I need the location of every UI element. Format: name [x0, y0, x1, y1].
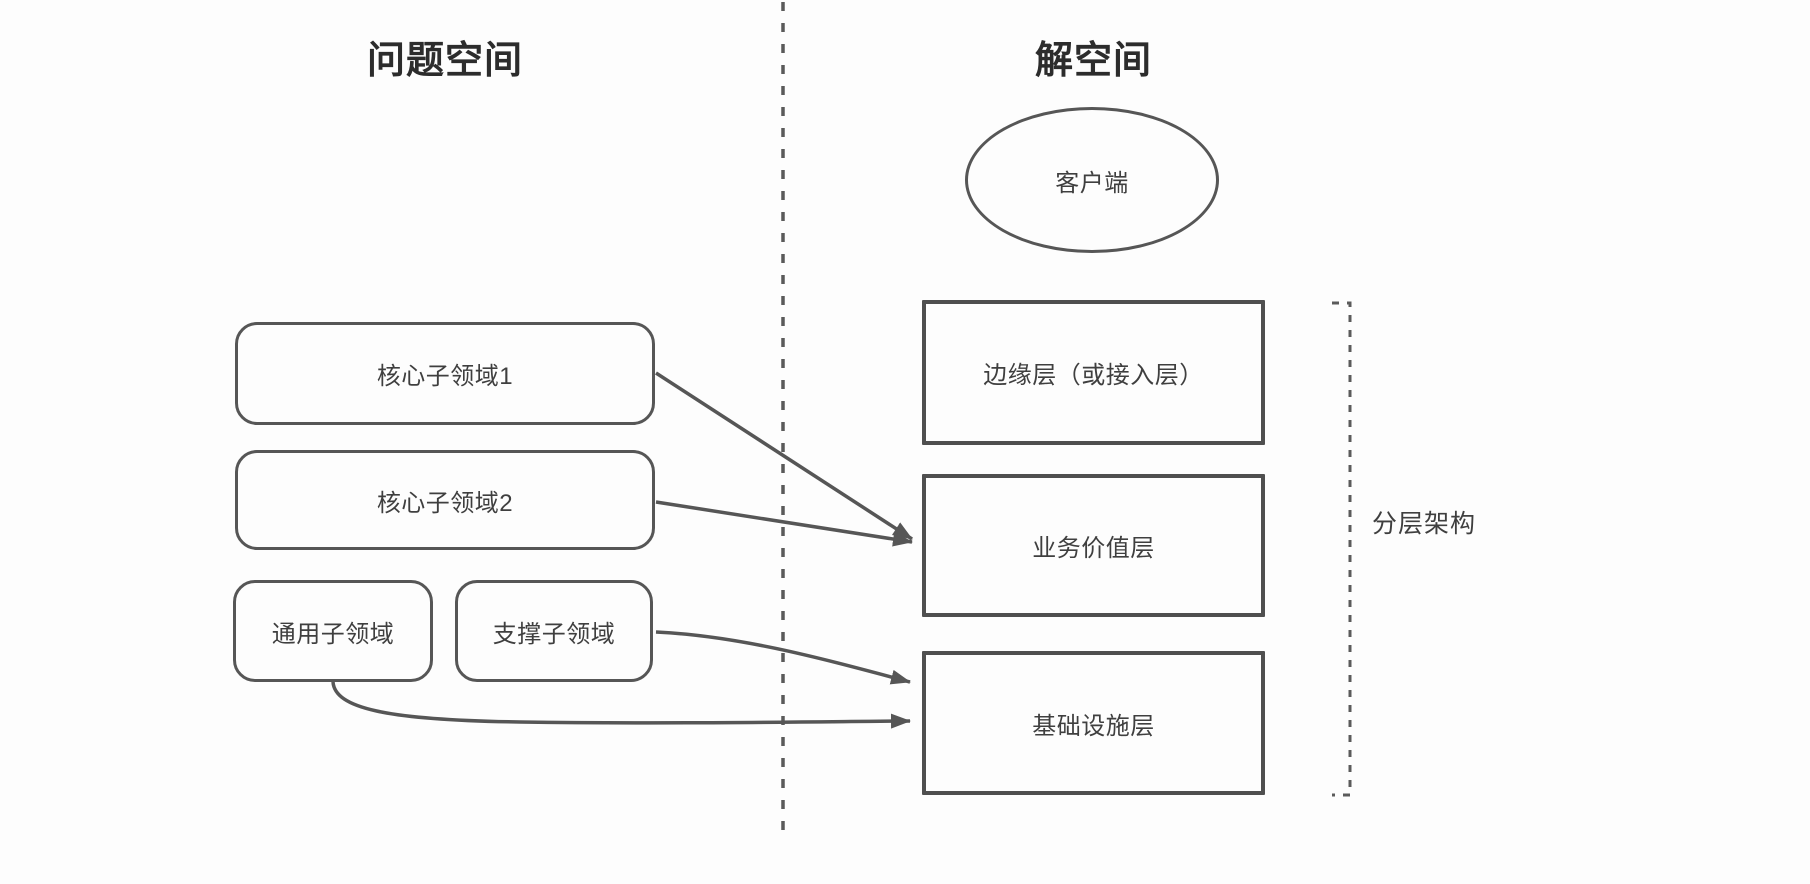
node-core-subdomain-2: 核心子领域2 — [235, 450, 655, 550]
node-label: 客户端 — [1055, 169, 1129, 197]
node-client: 客户端 — [965, 107, 1219, 253]
layered-architecture-bracket — [1332, 301, 1352, 797]
node-label: 基础设施层 — [1032, 712, 1155, 740]
layered-architecture-label: 分层架构 — [1372, 510, 1477, 538]
arrow-core1-to-business-value — [655, 371, 913, 541]
problem-space-title: 问题空间 — [366, 40, 523, 82]
node-generic-subdomain: 通用子领域 — [233, 580, 433, 682]
arrow-supporting-to-infrastructure — [655, 630, 911, 685]
arrow-core2-to-business-value — [655, 500, 913, 547]
node-label: 边缘层（或接入层） — [983, 362, 1204, 389]
node-label: 业务价值层 — [1032, 535, 1155, 562]
node-business-value-layer: 业务价值层 — [922, 474, 1265, 617]
node-edge-layer: 边缘层（或接入层） — [922, 300, 1265, 445]
node-infrastructure-layer: 基础设施层 — [922, 651, 1265, 795]
arrow-generic-to-infrastructure — [331, 681, 911, 729]
solution-space-title: 解空间 — [1034, 40, 1152, 82]
node-supporting-subdomain: 支撑子领域 — [455, 580, 653, 682]
node-core-subdomain-1: 核心子领域1 — [235, 322, 655, 425]
node-label: 通用子领域 — [271, 620, 395, 648]
node-label: 核心子领域2 — [376, 489, 514, 517]
node-label: 支撑子领域 — [492, 620, 616, 648]
node-label: 核心子领域1 — [376, 363, 514, 390]
